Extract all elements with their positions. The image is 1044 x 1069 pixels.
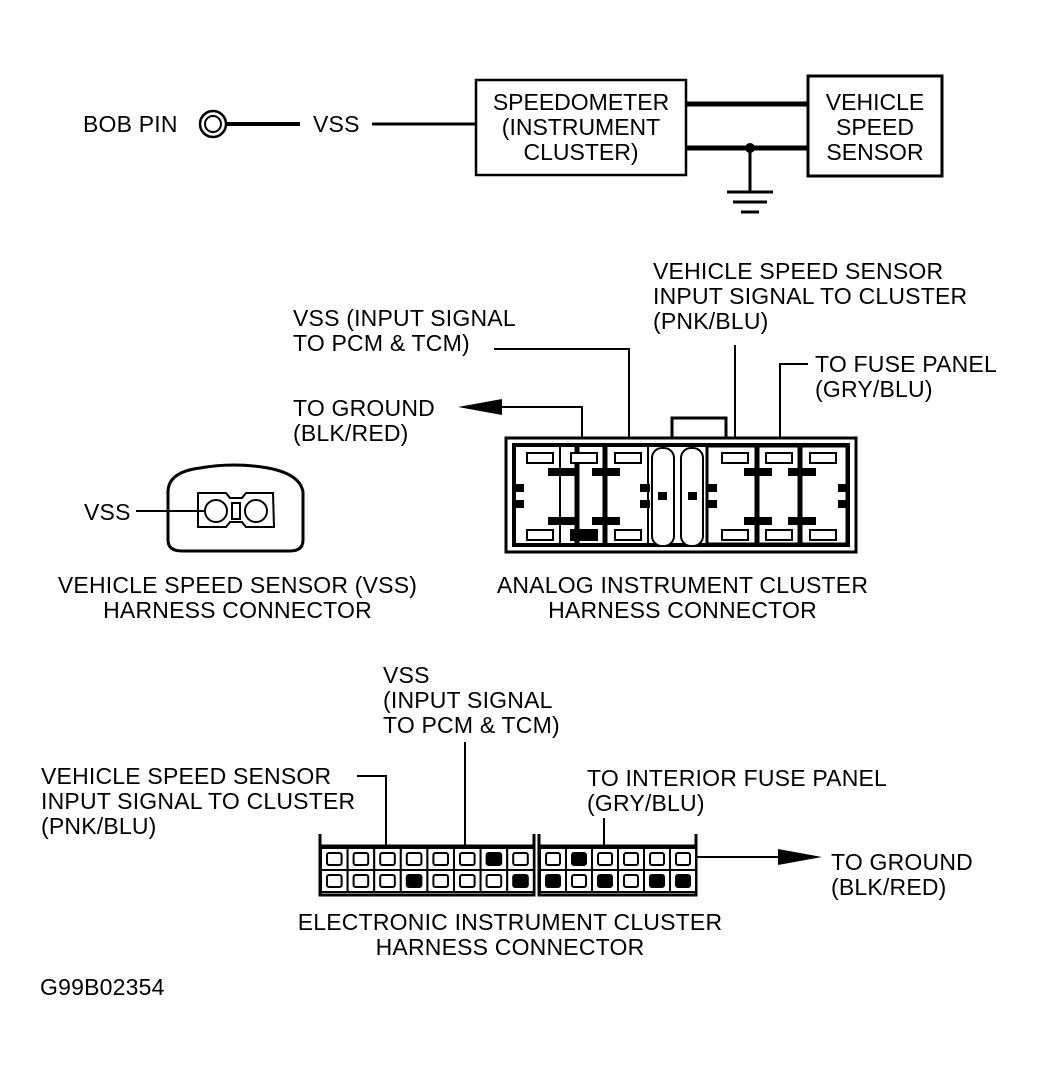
speedometer-box bbox=[474, 78, 688, 177]
speedometer-label: SPEEDOMETER (INSTRUMENT CLUSTER) bbox=[476, 90, 686, 165]
caption-line: HARNESS CONNECTOR bbox=[375, 934, 645, 960]
leader-vss-signal bbox=[494, 348, 630, 450]
sensor-label: VEHICLE SPEED SENSOR bbox=[808, 90, 942, 165]
callout-line: TO INTERIOR FUSE PANEL bbox=[587, 765, 888, 791]
callout-line: VSS (INPUT SIGNAL bbox=[293, 305, 516, 331]
callout-line: (GRY/BLU) bbox=[587, 790, 705, 816]
right-block-pin-filled bbox=[675, 874, 691, 888]
callout-line: INPUT SIGNAL TO CLUSTER bbox=[653, 283, 968, 309]
sensor-line: SENSOR bbox=[826, 139, 924, 165]
callout-line: VSS bbox=[383, 662, 430, 688]
left-block-pin-open bbox=[485, 874, 503, 888]
electronic-connector bbox=[318, 834, 698, 897]
caption-line: VEHICLE SPEED SENSOR (VSS) bbox=[57, 572, 418, 598]
callout-line: INPUT SIGNAL TO CLUSTER bbox=[41, 788, 356, 814]
right-block-pin-open bbox=[623, 852, 639, 866]
callout-line: (GRY/BLU) bbox=[815, 376, 933, 402]
bob-pin-label: BOB PIN bbox=[83, 111, 178, 137]
left-block-pin-open bbox=[352, 852, 370, 866]
callout-line: (BLK/RED) bbox=[831, 874, 947, 900]
left-block-pin-open bbox=[379, 852, 396, 866]
callout-line: TO GROUND bbox=[293, 395, 435, 421]
caption-line: HARNESS CONNECTOR bbox=[548, 597, 817, 623]
left-block-pin-open bbox=[459, 874, 476, 888]
left-block-pin-open bbox=[459, 852, 476, 866]
callout-e-vss-signal: VSS (INPUT SIGNAL TO PCM & TCM) bbox=[383, 663, 560, 738]
arrow-e-ground-icon bbox=[778, 849, 822, 865]
callout-e-interior-fuse: TO INTERIOR FUSE PANEL (GRY/BLU) bbox=[587, 766, 887, 816]
callout-line: TO FUSE PANEL bbox=[815, 351, 997, 377]
ground-symbol-icon bbox=[727, 148, 773, 214]
sensor-box bbox=[806, 74, 944, 178]
left-block-pin-open bbox=[512, 852, 529, 866]
right-block-pin-open bbox=[571, 874, 587, 888]
left-block-pin-open bbox=[379, 874, 396, 888]
callout-line: VEHICLE SPEED SENSOR bbox=[653, 258, 944, 284]
right-block-pin-open bbox=[545, 852, 561, 866]
leader-to-ground bbox=[496, 406, 583, 450]
speedometer-line: SPEEDOMETER bbox=[492, 89, 670, 115]
callout-line: VEHICLE SPEED SENSOR bbox=[41, 763, 332, 789]
right-block-pin-filled bbox=[649, 874, 665, 888]
caption-line: HARNESS CONNECTOR bbox=[103, 597, 372, 623]
left-block-pin-open bbox=[326, 852, 343, 866]
callout-line: (INPUT SIGNAL bbox=[383, 687, 553, 713]
callout-line: TO PCM & TCM) bbox=[293, 330, 470, 356]
left-block-pin-open bbox=[432, 852, 449, 866]
sensor-line: VEHICLE bbox=[825, 89, 925, 115]
callout-vss-signal: VSS (INPUT SIGNAL TO PCM & TCM) bbox=[293, 306, 516, 356]
vss-connector bbox=[166, 463, 305, 553]
analog-connector-caption: ANALOG INSTRUMENT CLUSTER HARNESS CONNEC… bbox=[480, 573, 885, 623]
left-block-pin-open bbox=[352, 874, 370, 888]
right-block-pin-filled bbox=[597, 874, 613, 888]
caption-line: ANALOG INSTRUMENT CLUSTER bbox=[496, 572, 869, 598]
vss-pin-label: VSS bbox=[84, 499, 131, 525]
caption-line: ELECTRONIC INSTRUMENT CLUSTER bbox=[297, 909, 723, 935]
right-block-pin-filled bbox=[571, 852, 587, 866]
leader-e-vss-input bbox=[357, 775, 387, 852]
callout-line: (PNK/BLU) bbox=[653, 308, 769, 334]
sensor-line: SPEED bbox=[836, 114, 914, 140]
left-block-pin-filled bbox=[405, 874, 423, 888]
vss-label: VSS bbox=[313, 111, 360, 137]
callout-line: (PNK/BLU) bbox=[41, 813, 157, 839]
left-block-pin-open bbox=[432, 874, 449, 888]
callout-e-vss-input-cluster: VEHICLE SPEED SENSOR INPUT SIGNAL TO CLU… bbox=[41, 764, 355, 839]
left-block-pin-open bbox=[326, 874, 343, 888]
callout-e-to-ground: TO GROUND (BLK/RED) bbox=[831, 850, 973, 900]
left-block-pin-open bbox=[405, 852, 423, 866]
right-block-pin-open bbox=[675, 852, 691, 866]
callout-vss-input-cluster: VEHICLE SPEED SENSOR INPUT SIGNAL TO CLU… bbox=[653, 259, 967, 334]
callout-line: (BLK/RED) bbox=[293, 420, 409, 446]
speedometer-line: CLUSTER) bbox=[523, 139, 639, 165]
bob-pin-icon bbox=[198, 109, 228, 139]
callout-line: TO GROUND bbox=[831, 849, 973, 875]
arrow-to-ground-icon bbox=[458, 399, 502, 415]
figure-id: G99B02354 bbox=[40, 974, 165, 1000]
right-block-pin-filled bbox=[545, 874, 561, 888]
left-block-pin-filled bbox=[485, 852, 503, 866]
callout-line: TO PCM & TCM) bbox=[383, 712, 560, 738]
analog-connector bbox=[504, 416, 858, 554]
callout-to-ground: TO GROUND (BLK/RED) bbox=[293, 396, 435, 446]
callout-to-fuse-panel: TO FUSE PANEL (GRY/BLU) bbox=[815, 352, 997, 402]
leader-fuse-panel bbox=[779, 363, 808, 450]
vss-connector-caption: VEHICLE SPEED SENSOR (VSS) HARNESS CONNE… bbox=[40, 573, 435, 623]
right-block-pin-open bbox=[623, 874, 639, 888]
right-block-pin-open bbox=[649, 852, 665, 866]
right-block-pin-open bbox=[597, 852, 613, 866]
speedometer-line: (INSTRUMENT bbox=[501, 114, 661, 140]
electronic-connector-caption: ELECTRONIC INSTRUMENT CLUSTER HARNESS CO… bbox=[270, 910, 750, 960]
left-block-pin-filled bbox=[512, 874, 529, 888]
